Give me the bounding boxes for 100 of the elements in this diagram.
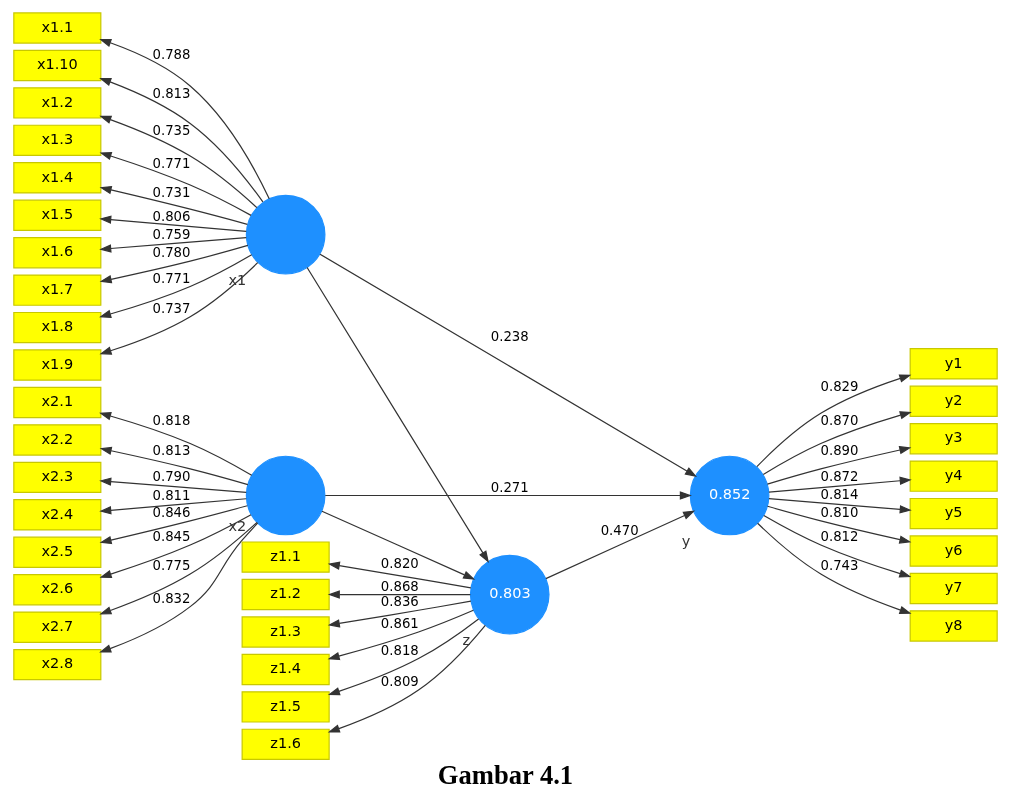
node-box: x1.4 [12, 162, 101, 194]
arrow [98, 215, 247, 232]
edge-label: 0.238 [490, 328, 529, 344]
node-box: y1 [909, 348, 998, 380]
node-box: z1.1 [241, 541, 330, 573]
arrow [756, 522, 912, 614]
arrow [99, 505, 248, 545]
node-box: x1.5 [12, 199, 101, 231]
arrow [99, 185, 248, 225]
edge-label: 0.743 [820, 558, 859, 574]
arrow [99, 152, 252, 216]
edge-label: 0.759 [151, 227, 190, 243]
node-box: x2.5 [12, 536, 101, 568]
caption: Gambar 4.1 [437, 760, 573, 791]
edge-label: 0.737 [151, 300, 190, 316]
edge-label: 0.775 [151, 558, 190, 574]
node-box: y3 [909, 423, 998, 455]
node-box: z1.2 [241, 578, 330, 611]
node-box: z1.6 [241, 728, 330, 761]
arrow [327, 624, 486, 733]
node-box: y6 [909, 535, 998, 567]
arrow [98, 498, 247, 515]
node-box: y4 [909, 460, 998, 492]
arrow [755, 374, 911, 468]
node-box: y7 [909, 572, 998, 605]
edge-label: 0.813 [151, 85, 190, 101]
node-box: x2.6 [12, 574, 101, 606]
node-box: x2.4 [12, 499, 101, 531]
node-circle: 0.803 [469, 554, 550, 635]
edge-label: 0.735 [151, 123, 190, 139]
node-box: x2.3 [12, 461, 101, 494]
node-label: x2 [227, 517, 246, 534]
arrow [99, 244, 248, 284]
edge-label: 0.890 [820, 443, 859, 459]
edge-label: 0.870 [820, 413, 859, 429]
arrow [99, 514, 252, 578]
arrow [98, 477, 247, 494]
arrow [767, 498, 912, 514]
edge-label: 0.832 [151, 590, 190, 606]
edge-label: 0.788 [151, 47, 190, 63]
node-box: x1.3 [12, 124, 101, 157]
edge-label: 0.836 [380, 594, 419, 610]
node-box: z1.4 [241, 653, 330, 686]
arrow [306, 266, 489, 563]
edge-label: 0.845 [151, 529, 190, 545]
arrow [327, 561, 471, 589]
edge-label: 0.780 [151, 245, 190, 261]
node-box: y5 [909, 497, 998, 530]
arrow [762, 411, 912, 476]
edge-label: 0.818 [380, 642, 419, 658]
node-box: x2.8 [12, 648, 101, 681]
edge-label: 0.806 [151, 209, 190, 225]
arrow [544, 510, 695, 580]
node-box: x1.1 [12, 12, 101, 44]
edge-label: 0.771 [151, 270, 190, 286]
node-box: z1.3 [241, 616, 330, 648]
node-box: x2.7 [12, 611, 101, 643]
edge-label: 0.809 [380, 674, 419, 690]
edge-label: 0.818 [151, 413, 190, 429]
node-box: z1.5 [241, 691, 330, 723]
edge-label: 0.861 [380, 616, 419, 632]
arrow [327, 609, 474, 661]
arrow [324, 491, 692, 500]
node-box: y2 [909, 385, 998, 417]
edge-label: 0.790 [151, 468, 190, 484]
edge-label: 0.731 [151, 184, 190, 200]
arrow [98, 521, 257, 615]
edge-label: 0.814 [820, 486, 859, 502]
edge-label: 0.810 [820, 505, 859, 520]
arrow [327, 618, 479, 696]
node-box: x1.6 [12, 236, 101, 269]
edge-label: 0.771 [151, 155, 190, 171]
arrow [99, 446, 248, 486]
arrow [327, 590, 471, 599]
arrow [98, 254, 252, 318]
edge-label: 0.820 [380, 555, 419, 571]
edge-label: 0.812 [820, 529, 859, 545]
arrow [767, 476, 912, 493]
edge-label: 0.470 [600, 523, 639, 539]
edge-label: 0.868 [380, 578, 419, 594]
node-box: x1.7 [12, 274, 101, 306]
arrow [766, 445, 911, 485]
arrow [98, 38, 270, 200]
node-circle: 0.852 [689, 455, 769, 536]
edge-label: 0.872 [820, 468, 859, 484]
edge-label: 0.271 [490, 479, 529, 495]
node-label: y [681, 533, 690, 550]
node-circle [245, 194, 325, 275]
edge-label: 0.829 [820, 379, 859, 395]
arrow [327, 600, 471, 628]
node-box: x1.10 [12, 49, 101, 82]
edge-label: 0.813 [151, 443, 190, 459]
arrow [766, 505, 911, 544]
node-circle [245, 455, 325, 536]
arrow [762, 515, 911, 578]
node-box: x2.2 [12, 424, 101, 456]
arrow [98, 412, 252, 476]
arrow [98, 77, 263, 203]
edge-label: 0.846 [151, 505, 190, 520]
arrow [98, 262, 258, 355]
